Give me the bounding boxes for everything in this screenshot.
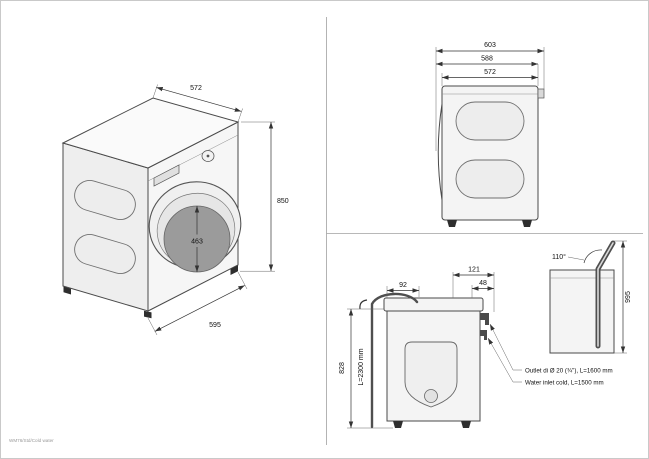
- dim-height: 850: [240, 121, 289, 272]
- dim-offset-right-outer: 121: [452, 267, 495, 312]
- angle-label: 110°: [552, 253, 566, 261]
- dim-label-offset-right-outer: 121: [468, 267, 480, 274]
- washer-foot: [230, 265, 238, 275]
- selector-knob-dot: [206, 154, 210, 158]
- washer-foot: [393, 421, 403, 428]
- washer-foot: [447, 220, 457, 227]
- outlet-fitting: [480, 313, 489, 320]
- angle-arc: [583, 249, 603, 264]
- washer-door: [148, 181, 242, 273]
- outlet-note: Outlet di Ø 20 (¾"), L=1600 mm: [525, 368, 613, 375]
- drain-hose-length-label: L=2300 mm: [358, 348, 365, 385]
- dim-label-depth: 595: [209, 322, 221, 329]
- side-oval-top: [74, 180, 136, 220]
- inlet-note: Water inlet cold, L=1500 mm: [525, 380, 604, 387]
- dim-label-depth-total: 603: [484, 42, 496, 49]
- inlet-fitting-nub: [484, 336, 487, 340]
- dim-label-drum-diameter: 463: [191, 239, 203, 246]
- callout-outlet: Outlet di Ø 20 (¾"), L=1600 mm: [489, 323, 613, 375]
- dim-depth: 595: [147, 271, 248, 336]
- side-oval-bottom: [455, 159, 525, 199]
- side-oval-bottom: [74, 234, 136, 274]
- dim-label-depth-mid: 588: [481, 56, 493, 63]
- dim-label-height: 850: [277, 198, 289, 205]
- side-oval-top: [455, 101, 525, 141]
- dim-label-hose-height: 995: [625, 291, 632, 303]
- inlet-fitting: [480, 330, 487, 336]
- dim-label-offset-left: 92: [399, 282, 407, 289]
- control-panel: [153, 150, 215, 187]
- dim-label-height-back: 828: [339, 362, 346, 374]
- rear-view: 92 121 48 828 L=2300 mm Outlet di Ø 20 (…: [339, 267, 613, 429]
- rear-panel-recess: [404, 341, 458, 408]
- side-view: 603 588 572: [435, 42, 545, 227]
- detail-box: [549, 269, 615, 354]
- dim-depth-body: 572: [441, 64, 539, 86]
- washer-foot: [63, 286, 71, 295]
- washer-foot: [461, 421, 471, 428]
- rear-top-cover: [383, 297, 484, 312]
- dim-label-offset-right-inner: 48: [479, 280, 487, 287]
- drain-hose: [370, 292, 419, 429]
- callout-inlet: Water inlet cold, L=1500 mm: [487, 337, 604, 387]
- drain-pump-cap: [424, 389, 438, 403]
- isometric-view: 572 850 463 595: [61, 84, 289, 336]
- hose-fittings: [480, 313, 489, 340]
- washer-foot: [522, 220, 532, 227]
- detail-view: 110° 995: [549, 240, 632, 354]
- document-code: WM76/Std/Cold water: [9, 438, 54, 443]
- dim-label-width-top: 572: [190, 85, 202, 92]
- dim-height-back: 828: [339, 308, 393, 429]
- dim-label-depth-body: 572: [484, 69, 496, 76]
- dim-drum: 463: [191, 206, 203, 272]
- raised-drain-hose-highlight: [597, 242, 614, 347]
- standpipe-hook: [359, 299, 368, 310]
- display-panel: [153, 164, 180, 187]
- washer-foot: [144, 310, 152, 319]
- washer-left-face: [62, 142, 149, 312]
- dim-width-top: 572: [152, 84, 243, 123]
- section-dividers: [326, 17, 643, 445]
- dim-depth-mid: 588: [436, 56, 538, 67]
- rear-hose-holder: [537, 88, 545, 99]
- door-bulge: [437, 103, 443, 201]
- dim-hose-height: 995: [614, 240, 632, 354]
- dim-offset-left: 92: [386, 282, 420, 298]
- outlet-fitting-nub: [485, 320, 489, 325]
- dim-offset-right-inner: 48: [471, 280, 494, 298]
